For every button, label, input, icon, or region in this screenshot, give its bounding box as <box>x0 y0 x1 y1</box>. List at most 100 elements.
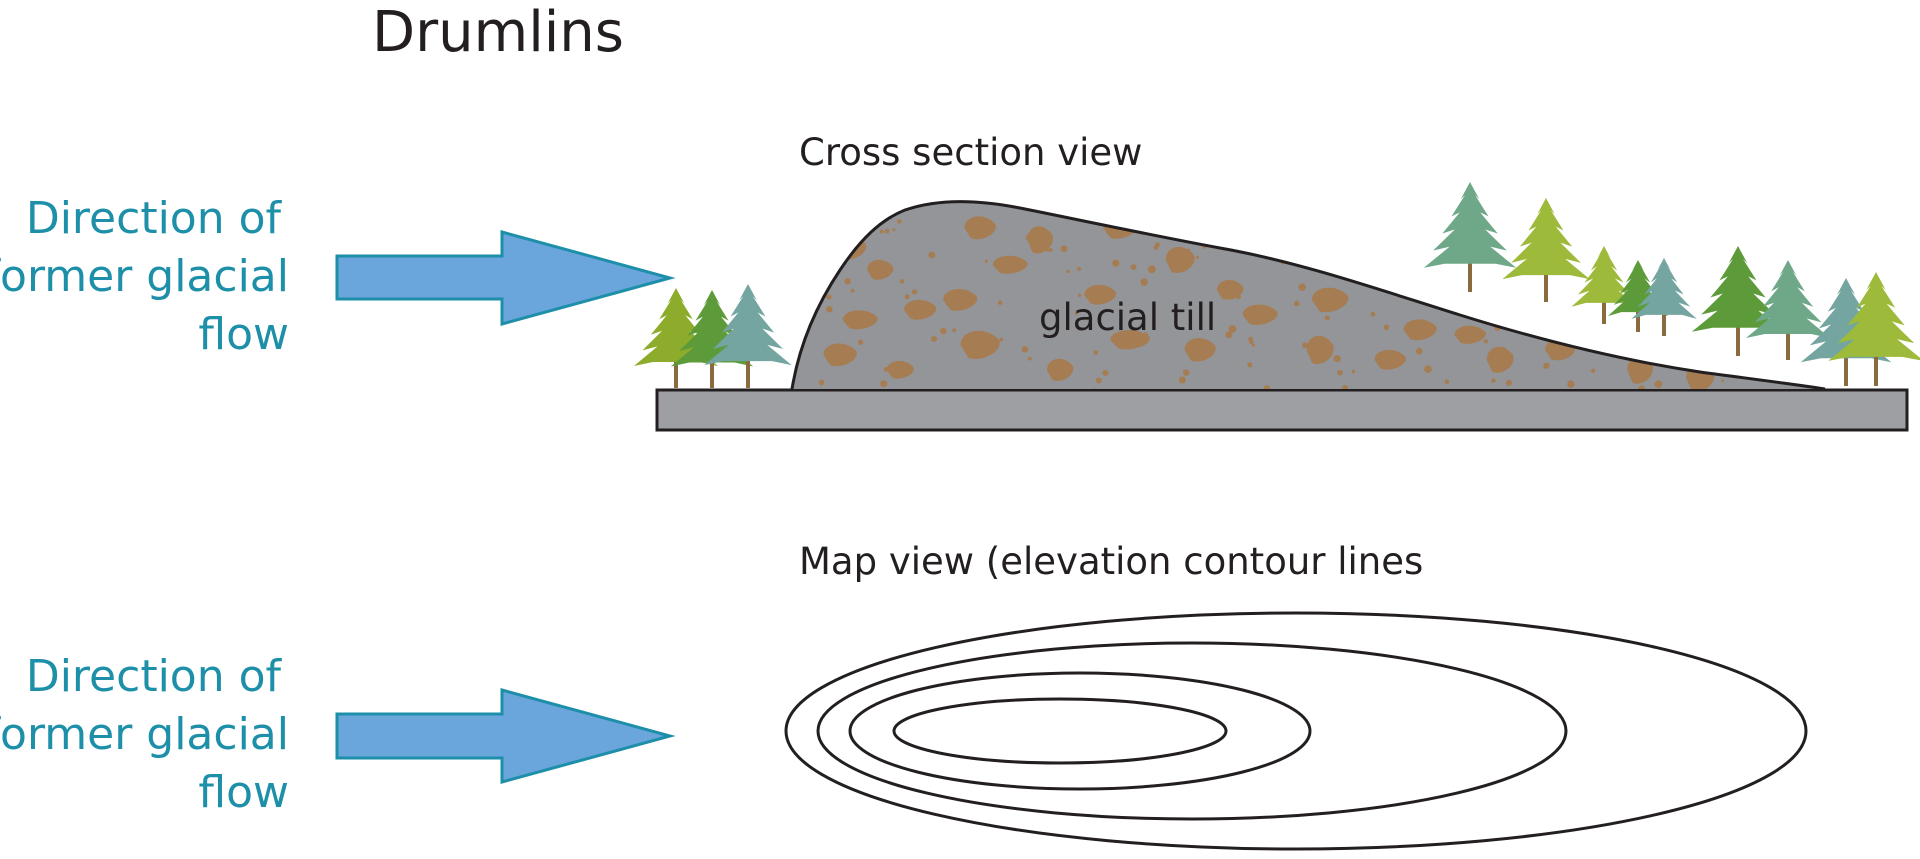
flow-label-top: Direction of former glacial flow <box>0 193 289 360</box>
till-grain <box>799 318 803 323</box>
contour-lines <box>784 611 1808 851</box>
till-grain <box>835 218 839 222</box>
till-grain <box>1093 350 1099 355</box>
till-grain <box>1547 306 1555 315</box>
till-grain <box>1102 369 1109 376</box>
till-grain <box>1324 315 1330 321</box>
tree-icon <box>1631 258 1697 336</box>
till-grain <box>1048 247 1053 252</box>
till-grain <box>1458 293 1466 302</box>
till-grain <box>952 328 957 333</box>
till-clast <box>886 360 914 379</box>
till-grain <box>1210 218 1215 223</box>
flow-label-top-line2: former glacial <box>0 251 289 302</box>
till-grain <box>1076 266 1082 271</box>
till-clast <box>1311 287 1349 313</box>
till-grain <box>1721 379 1725 383</box>
till-grain <box>1225 331 1233 339</box>
till-grain <box>1351 369 1356 374</box>
till-clast <box>1110 330 1150 350</box>
till-grain <box>1123 213 1128 218</box>
till-grain <box>1366 218 1371 223</box>
till-grain <box>1444 379 1450 385</box>
till-grain <box>1648 207 1654 214</box>
till-clast <box>1027 226 1054 254</box>
till-grain <box>1657 340 1664 347</box>
till-grain <box>1302 342 1309 349</box>
till-grain <box>1175 230 1181 235</box>
till-grain <box>1140 278 1148 286</box>
till-grain <box>820 244 827 250</box>
tree-icon <box>1423 182 1517 292</box>
till-grain <box>1293 300 1300 307</box>
till-grain <box>1247 362 1253 368</box>
contour-line-2 <box>816 641 1568 821</box>
till-grain <box>1333 355 1341 363</box>
till-grain <box>1077 293 1082 297</box>
tree-group <box>634 182 1920 388</box>
contour-line-3 <box>848 671 1312 791</box>
till-grain <box>1408 224 1414 230</box>
till-grain <box>1754 203 1759 209</box>
till-grain <box>1046 248 1050 252</box>
till-grain <box>1248 336 1253 342</box>
till-grain <box>1491 378 1496 383</box>
till-grain <box>1727 334 1734 341</box>
till-grain <box>1782 343 1787 348</box>
till-grain <box>1341 385 1349 389</box>
till-grain <box>1740 219 1746 224</box>
till-grain <box>1066 269 1070 274</box>
tree-icon <box>704 284 792 388</box>
flow-arrow-top-icon <box>335 230 676 326</box>
till-grain <box>1544 329 1551 336</box>
tree-icon <box>1571 246 1637 324</box>
till-grain <box>805 206 810 211</box>
till-grain <box>1683 279 1689 285</box>
till-grain <box>1074 311 1079 316</box>
till-clast <box>1454 325 1486 344</box>
map-view-heading: Map view (elevation contour lines <box>799 540 1423 583</box>
flow-label-bottom-line2: former glacial <box>0 709 289 760</box>
till-grain <box>1672 234 1676 238</box>
till-grain <box>826 306 833 313</box>
till-clast <box>964 216 996 240</box>
till-grain <box>1588 228 1593 233</box>
till-grain <box>928 251 936 259</box>
tree-icon <box>1502 198 1590 302</box>
till-clast <box>1486 346 1514 373</box>
till-grain <box>1092 388 1096 389</box>
till-grain <box>1611 315 1618 322</box>
till-grain <box>839 346 848 355</box>
till-grain <box>821 230 828 237</box>
till-clast <box>1306 335 1334 365</box>
till-grain <box>1193 356 1198 361</box>
till-grain <box>1415 347 1423 355</box>
till-clast <box>842 310 878 330</box>
till-grain <box>1530 293 1535 299</box>
till-grain <box>1498 346 1507 355</box>
tree-icon <box>1691 246 1785 356</box>
tree-icon <box>1607 260 1669 332</box>
till-grain <box>1235 294 1241 300</box>
till-grain <box>1654 380 1663 388</box>
drumlin-cross-section <box>790 200 1826 391</box>
till-grain <box>857 339 864 345</box>
till-grain <box>1420 248 1425 253</box>
till-grain <box>1728 245 1733 250</box>
contour-line-outer <box>784 611 1808 851</box>
flow-label-bottom: Direction of former glacial flow <box>0 651 289 818</box>
till-clast <box>1165 246 1195 273</box>
till-grain <box>1519 212 1525 217</box>
till-grain <box>1430 274 1438 282</box>
till-grain <box>1370 311 1376 317</box>
till-grain <box>1251 343 1256 347</box>
till-grain <box>816 259 823 266</box>
till-clast <box>1047 358 1074 381</box>
till-grain <box>1217 223 1226 231</box>
bedrock-base <box>655 388 1909 432</box>
till-grain <box>1200 222 1207 228</box>
till-grain <box>1543 362 1550 369</box>
till-grain <box>1187 340 1195 348</box>
till-grain <box>1126 223 1132 229</box>
